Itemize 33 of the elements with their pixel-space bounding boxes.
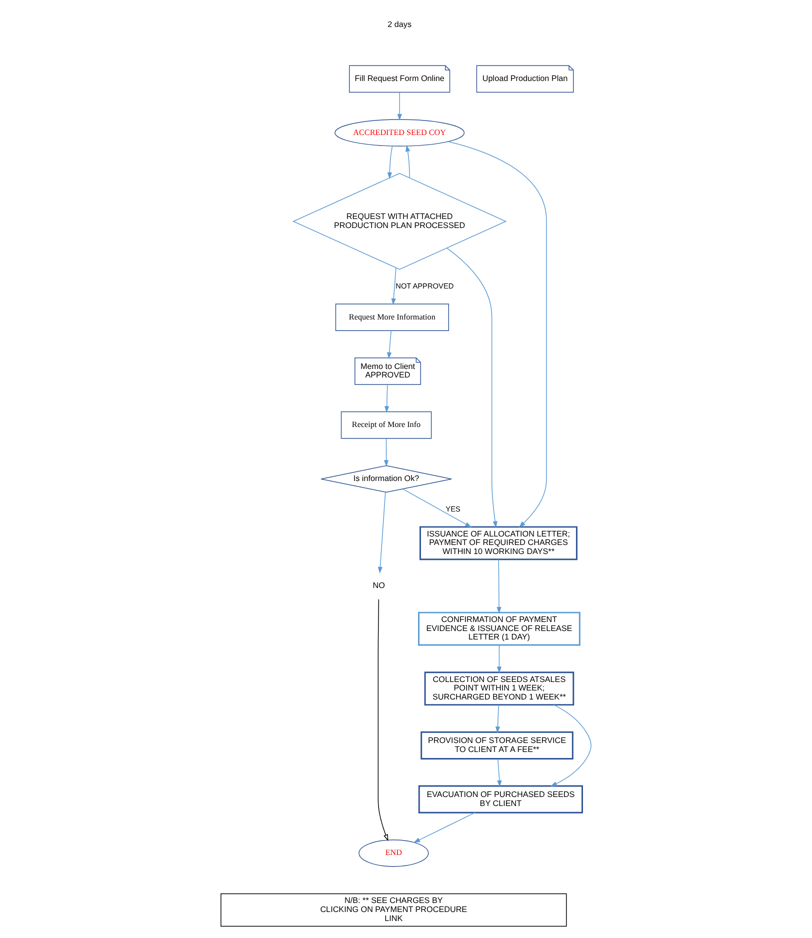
- node-box: CONFIRMATION OF PAYMENT EVIDENCE & ISSUANCE OF RELEASE LETTER (1 DAY): [418, 612, 580, 646]
- arrow: [384, 384, 390, 413]
- label: 2 days: [388, 20, 412, 30]
- node-box: ISSUANCE OF ALLOCATION LETTER; PAYMENT OF REQUIRED CHARGES WITHIN 10 WORKING DAYS**: [420, 526, 578, 560]
- arrow: [384, 438, 389, 467]
- arrow: [378, 599, 388, 842]
- node-text: NO: [372, 581, 385, 590]
- arrow: [446, 248, 498, 528]
- arrow: [448, 141, 547, 528]
- arrow: [497, 758, 502, 788]
- arrow: [378, 492, 386, 574]
- node-diamond: Is information Ok?: [320, 465, 452, 493]
- arrow: [387, 146, 393, 179]
- node-ellipse: ACCREDITED SEED COY: [334, 119, 465, 146]
- arrow: [550, 704, 592, 786]
- node-ellipse: END: [358, 840, 429, 867]
- arrow: [391, 268, 396, 306]
- arrow: [496, 644, 502, 674]
- node-box: EVACUATION OF PURCHASED SEEDS BY CLIENT: [418, 785, 583, 814]
- node-box: COLLECTION OF SEEDS ATSALES POINT WITHIN 1 WEEK; SURCHARGED BEYOND 1 WEEK**: [424, 672, 574, 706]
- arrow: [495, 704, 500, 734]
- node-box: PROVISION OF STORAGE SERVICE TO CLIENT AT A FEE**: [420, 731, 574, 760]
- arrow: [397, 92, 402, 121]
- edge-label: YES: [446, 504, 460, 514]
- arrow: [413, 812, 476, 843]
- arrow: [402, 488, 472, 528]
- arrow: [386, 330, 392, 360]
- node-box: Request More Information: [335, 304, 450, 331]
- node-box: Receipt of More Info: [340, 411, 432, 439]
- arrow: [496, 559, 502, 614]
- node-box: N/B: ** SEE CHARGES BY CLICKING ON PAYMENT PROCEDURE LINK: [220, 893, 567, 927]
- edge-label: NOT APPROVED: [396, 282, 454, 291]
- arrow: [406, 144, 410, 178]
